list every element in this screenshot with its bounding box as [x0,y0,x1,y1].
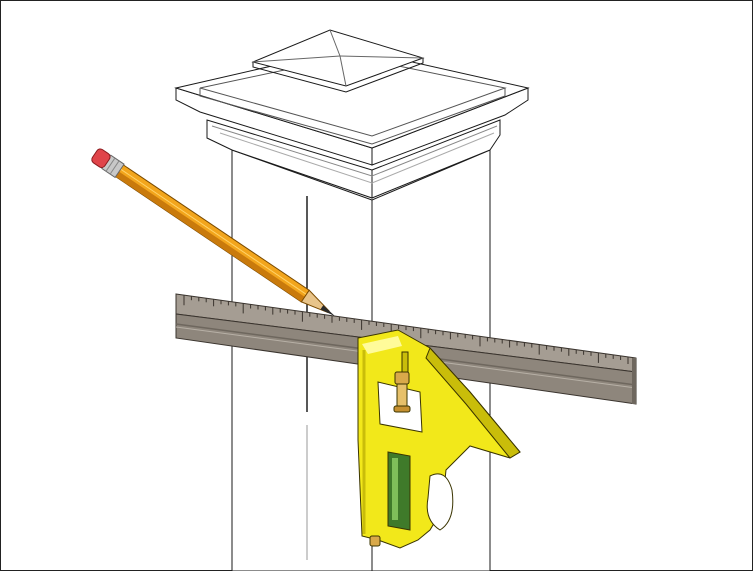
cap-ridge-3 [339,55,424,59]
pencil-ferrule-ring-2 [109,160,120,175]
square-scriber [369,535,381,547]
square-head-highlight [362,336,402,354]
post-left-face [231,149,373,571]
level-vial-highlight [392,458,398,520]
square-lower-cutout [426,473,454,531]
combination-square-head [357,329,521,549]
pencil-eraser [91,148,111,169]
square-lock-stem [396,383,408,409]
square-head-bevel [425,347,521,459]
pencil-body-highlight [118,167,307,295]
cap-tier-edge [199,88,506,145]
ruler-graduations [183,295,629,364]
square-lock-nut [393,405,411,413]
cap-ridge-4 [339,55,347,87]
cap-ridge-2 [329,29,341,57]
post-cap [174,29,530,199]
square-lock-post [401,351,409,373]
pencil-body-shade [113,170,305,302]
cap-collar-right [371,119,501,199]
cap-molding-line-2 [219,132,495,184]
ruler-end [632,358,636,404]
cap-molding-line [211,125,498,177]
square-lock-knob [394,371,410,385]
pencil [91,148,336,317]
cap-ridge-1 [252,55,341,63]
cap-pyramid-edge [252,58,424,93]
pencil-lead [320,305,336,317]
pencil-ferrule-ring [105,157,116,172]
square-level-vial [387,451,411,531]
cap-collar-left [206,119,373,199]
